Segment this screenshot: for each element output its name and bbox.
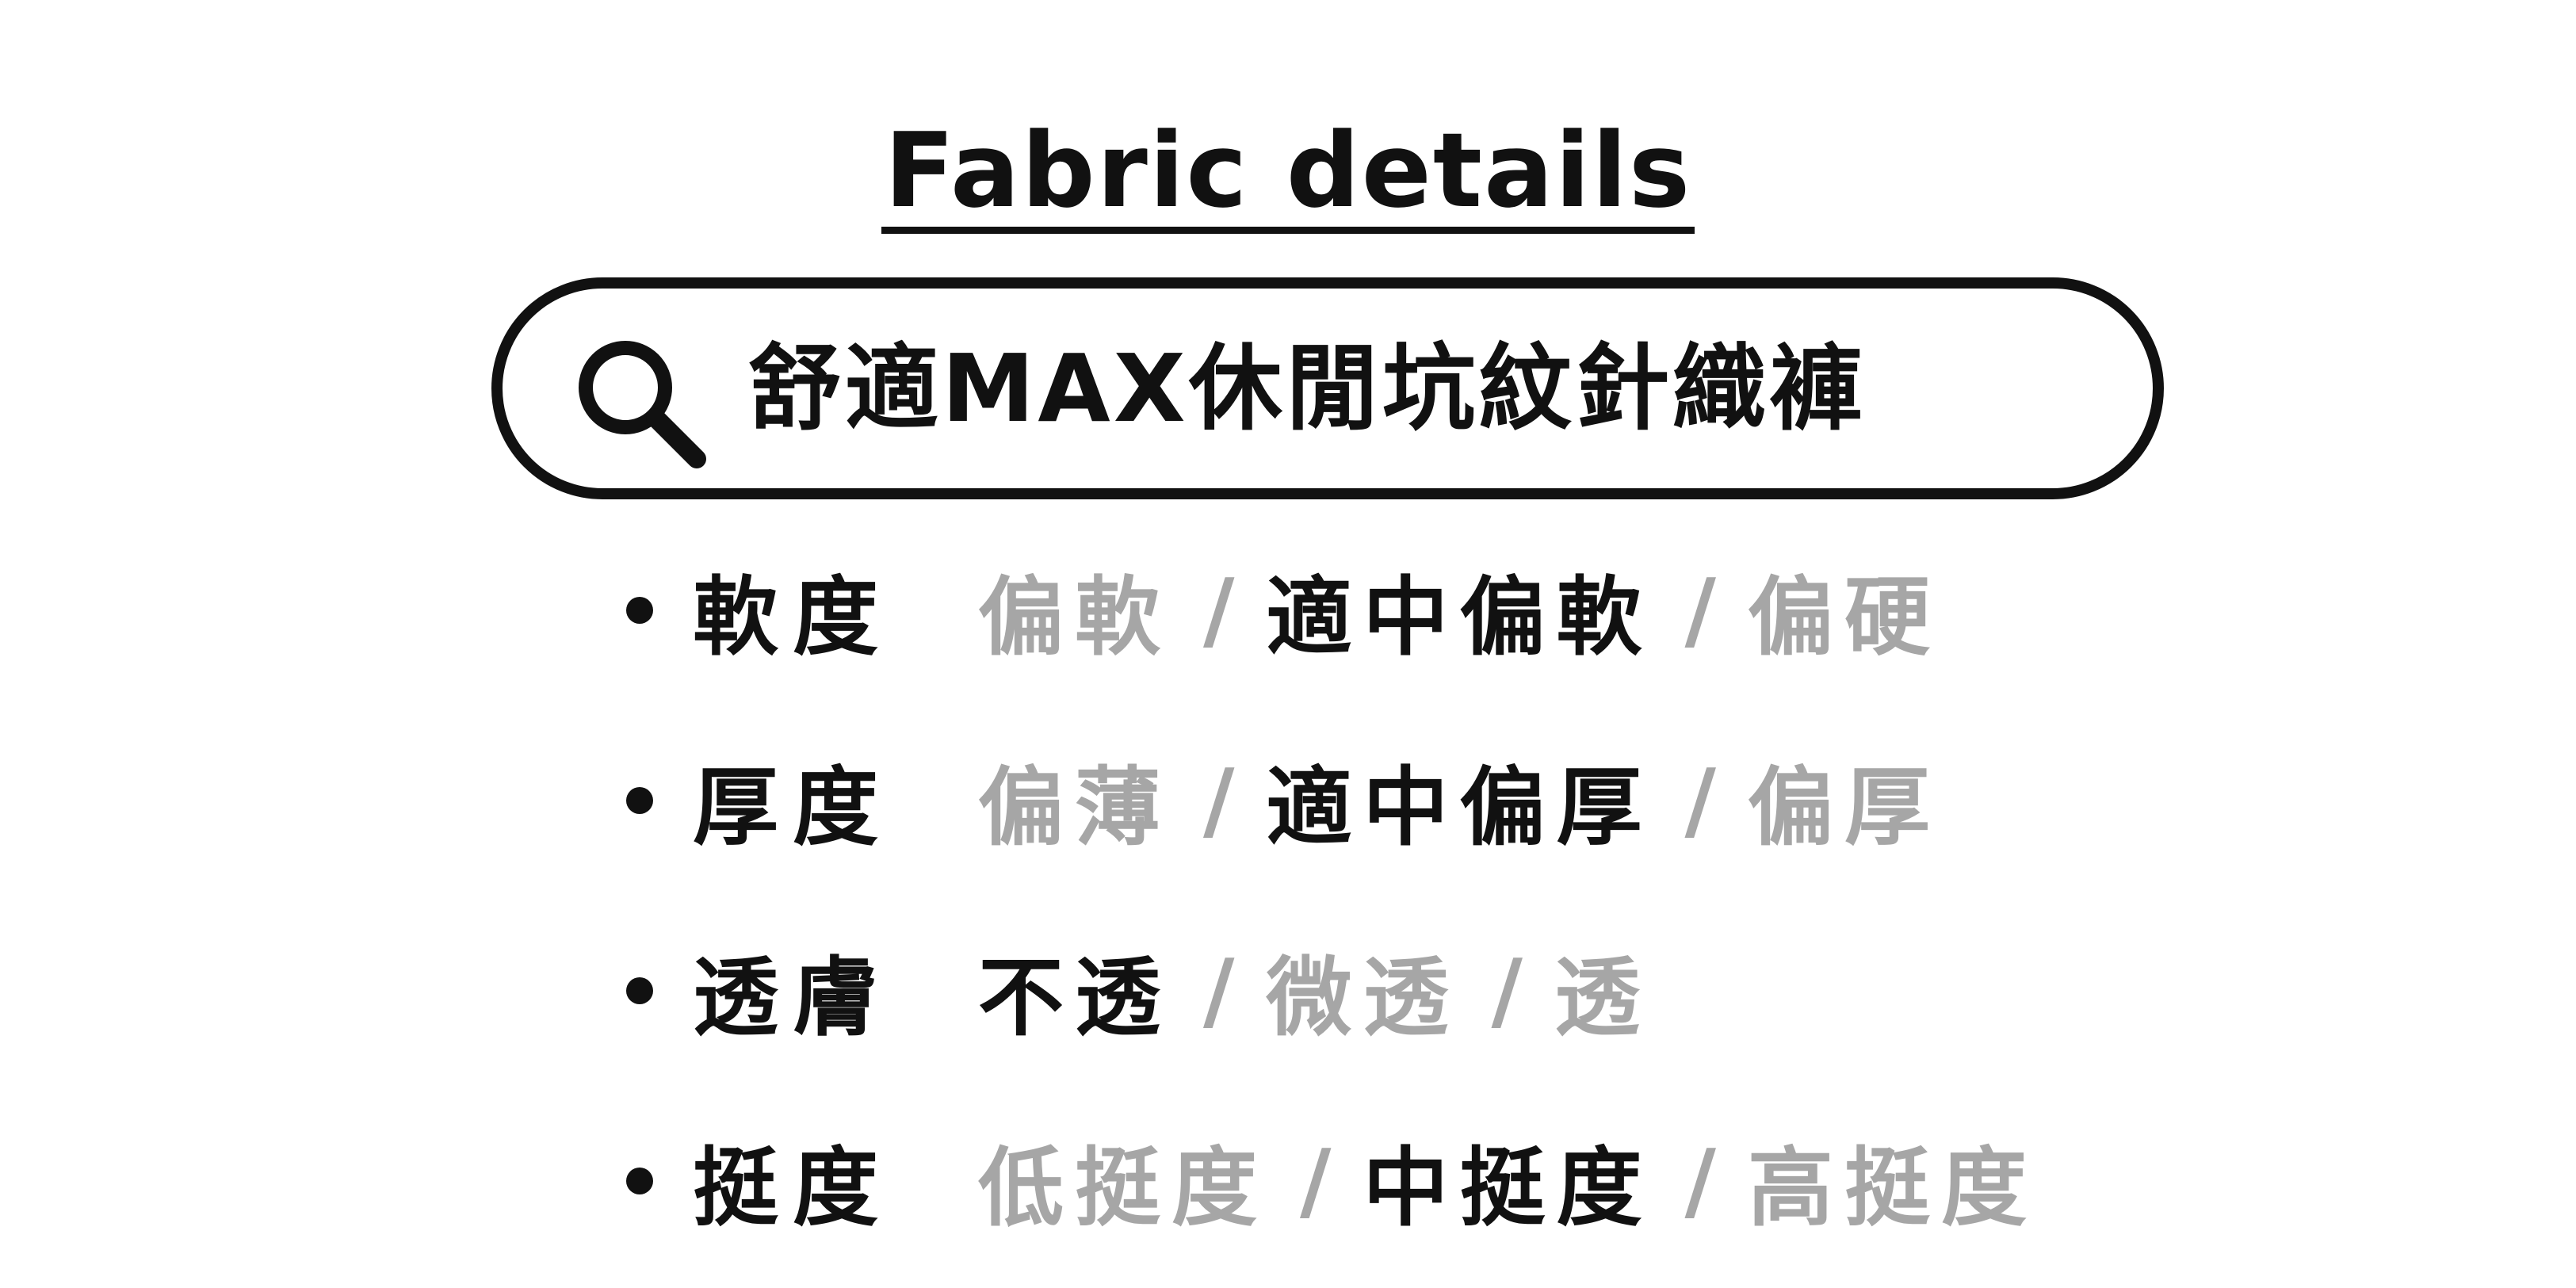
option-separator: / <box>1684 1131 1716 1231</box>
option-separator: / <box>1684 560 1716 660</box>
option: 偏厚 <box>1747 759 1941 858</box>
bullet-point <box>626 597 653 624</box>
option-separator: / <box>1203 941 1235 1041</box>
option: 微透 <box>1266 949 1460 1048</box>
option: 適中偏軟 <box>1266 568 1653 667</box>
attribute-label: 挺度 <box>693 1139 893 1238</box>
bullet-point <box>626 1168 653 1194</box>
option: 適中偏厚 <box>1266 759 1653 858</box>
attribute-label: 厚度 <box>693 759 893 858</box>
option-separator: / <box>1684 751 1716 850</box>
option: 透 <box>1554 949 1651 1048</box>
attribute-label: 軟度 <box>693 568 893 667</box>
option: 中挺度 <box>1363 1139 1653 1238</box>
option-separator: / <box>1203 560 1235 660</box>
option-separator: / <box>1203 751 1235 850</box>
option: 偏硬 <box>1747 568 1941 667</box>
option-separator: / <box>1300 1131 1332 1231</box>
option: 偏軟 <box>978 568 1172 667</box>
option: 高挺度 <box>1747 1139 2038 1238</box>
page-title: Fabric details <box>0 119 2576 234</box>
bullet-point <box>626 787 653 814</box>
option: 低挺度 <box>978 1139 1269 1238</box>
search-query-text: 舒適MAX休閒坑紋針織褲 <box>748 334 1866 443</box>
attribute-row-stiffness: 挺度 低挺度 / 中挺度 / 高挺度 <box>626 1126 2038 1238</box>
bullet-point <box>626 977 653 1004</box>
product-search-bar[interactable]: 舒適MAX休閒坑紋針織褲 <box>491 277 2164 499</box>
attribute-label: 透膚 <box>693 949 893 1048</box>
attribute-row-thickness: 厚度 偏薄 / 適中偏厚 / 偏厚 <box>626 745 1941 858</box>
attribute-row-sheerness: 透膚 不透 / 微透 / 透 <box>626 935 1651 1048</box>
option: 偏薄 <box>978 759 1172 858</box>
option: 不透 <box>978 949 1172 1048</box>
search-icon <box>579 341 706 468</box>
attribute-row-softness: 軟度 偏軟 / 適中偏軟 / 偏硬 <box>626 555 1941 667</box>
option-separator: / <box>1491 941 1523 1041</box>
page-title-text: Fabric details <box>881 119 1695 234</box>
